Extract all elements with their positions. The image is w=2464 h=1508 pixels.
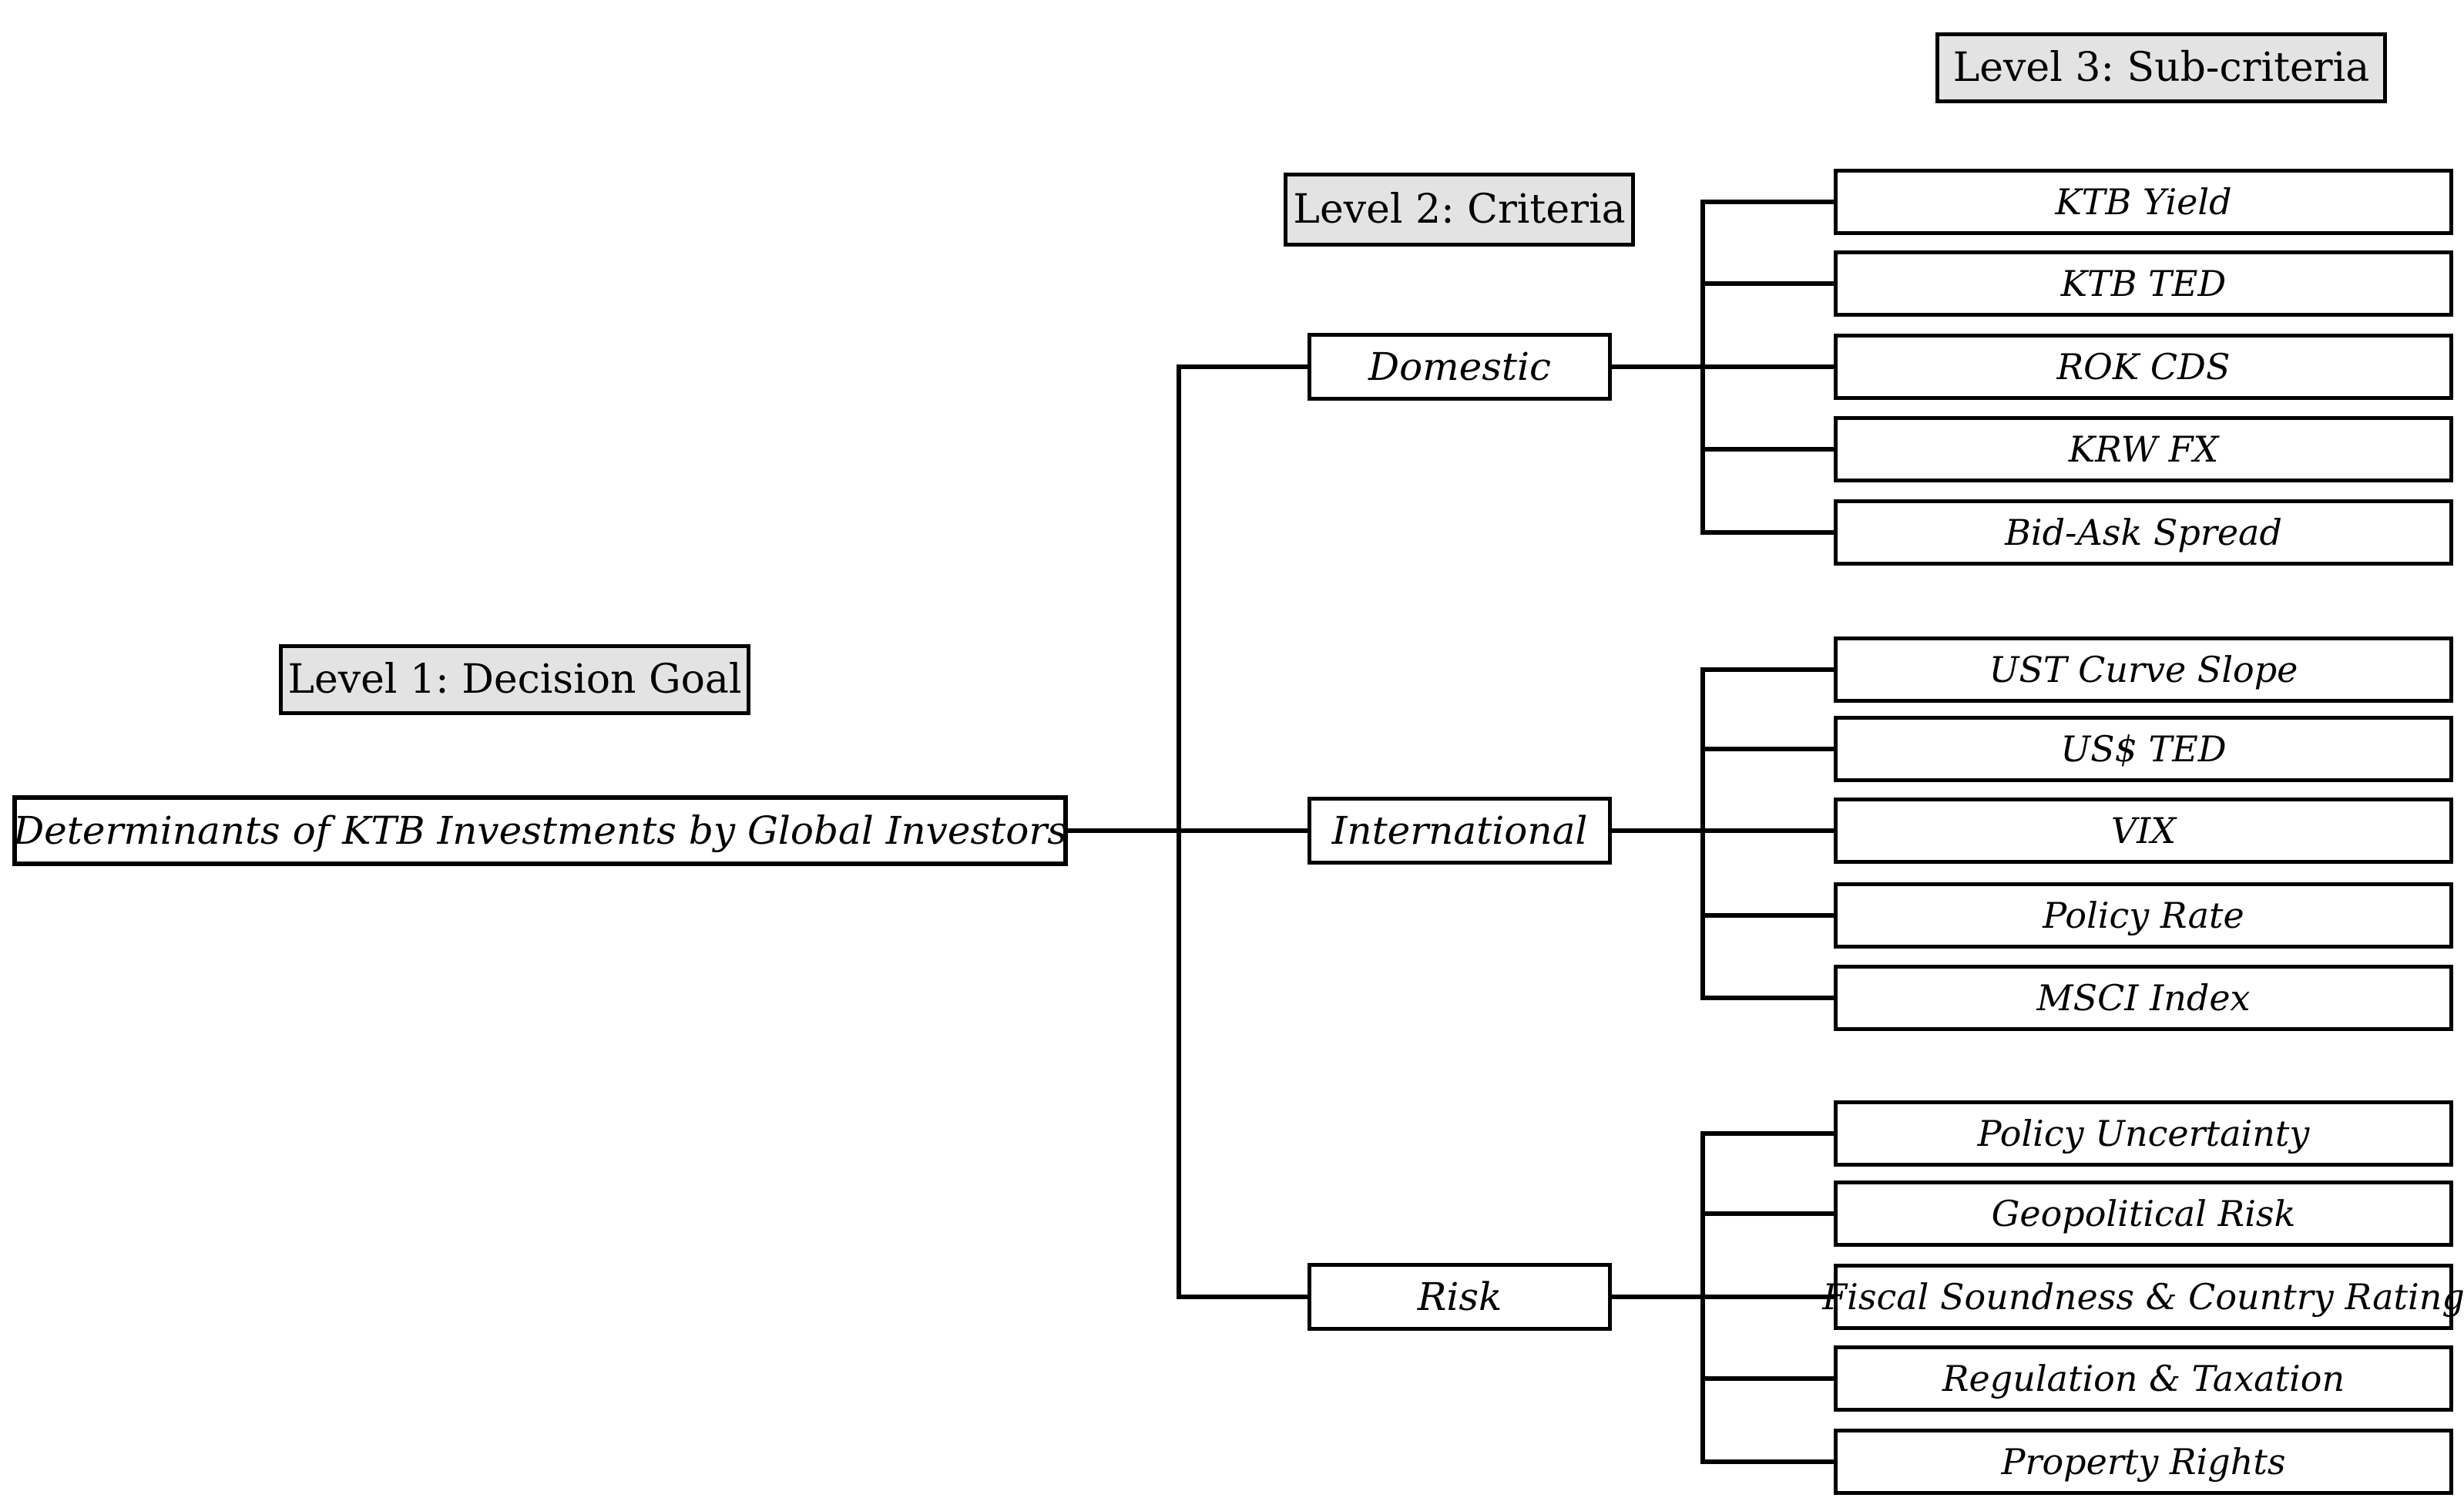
stub-ktb-ted-line [1700,281,1834,286]
stub-ust-curve-slope-line [1700,667,1834,672]
sub-box-krw-fx: KRW FX [1834,416,2453,482]
sub-box-policy-uncertainty: Policy Uncertainty [1834,1100,2453,1167]
stub-regulation-taxation-line [1700,1376,1834,1381]
stub-vix-line [1700,828,1834,833]
stub-bid-ask-spread-line [1700,530,1834,535]
level1-label: Level 1: Decision Goal [279,644,750,715]
stub-policy-uncertainty-line [1700,1131,1834,1136]
sub-box-property-rights: Property Rights [1834,1429,2453,1495]
criterion-box-international: International [1308,797,1612,865]
stub-geopolitical-risk-line [1700,1211,1834,1216]
sub-box-geopolitical-risk: Geopolitical Risk [1834,1181,2453,1247]
stub-property-rights-line [1700,1459,1834,1464]
sub-box-ust-curve-slope: UST Curve Slope [1834,636,2453,703]
international-bracket-line [1700,667,1705,1000]
stub-fiscal-soundness-line [1700,1295,1834,1299]
sub-box-rok-cds: ROK CDS [1834,334,2453,400]
domestic-to-bracket-connector-line [1612,364,1705,369]
goal-box: Determinants of KTB Investments by Globa… [12,795,1068,866]
sub-box-fiscal-soundness-country-rating: Fiscal Soundness & Country Rating [1822,1264,2464,1330]
stub-rok-cds-line [1700,364,1834,369]
stub-krw-fx-line [1700,447,1834,452]
international-to-bracket-connector-line [1612,828,1705,833]
criterion-box-risk: Risk [1308,1263,1612,1331]
sub-box-usd-ted: US$ TED [1834,716,2453,782]
sub-box-msci-index: MSCI Index [1834,965,2453,1031]
level2-label: Level 2: Criteria [1284,173,1635,247]
sub-box-policy-rate: Policy Rate [1834,882,2453,949]
sub-box-bid-ask-spread: Bid-Ask Spread [1834,499,2453,566]
stub-policy-rate-line [1700,913,1834,918]
goal-to-international-connector-line [1068,828,1308,833]
stub-ktb-yield-line [1700,200,1834,204]
criteria-trunk-line [1177,364,1181,1299]
trunk-to-domestic-connector-line [1177,364,1308,369]
sub-box-regulation-taxation: Regulation & Taxation [1834,1345,2453,1412]
risk-to-bracket-connector-line [1612,1295,1705,1299]
sub-box-ktb-ted: KTB TED [1834,250,2453,317]
criterion-box-domestic: Domestic [1308,333,1612,401]
sub-box-ktb-yield: KTB Yield [1834,169,2453,235]
sub-box-vix: VIX [1834,798,2453,864]
stub-usd-ted-line [1700,747,1834,751]
stub-msci-index-line [1700,996,1834,1000]
trunk-to-risk-connector-line [1177,1295,1308,1299]
level3-label: Level 3: Sub-criteria [1935,32,2387,103]
